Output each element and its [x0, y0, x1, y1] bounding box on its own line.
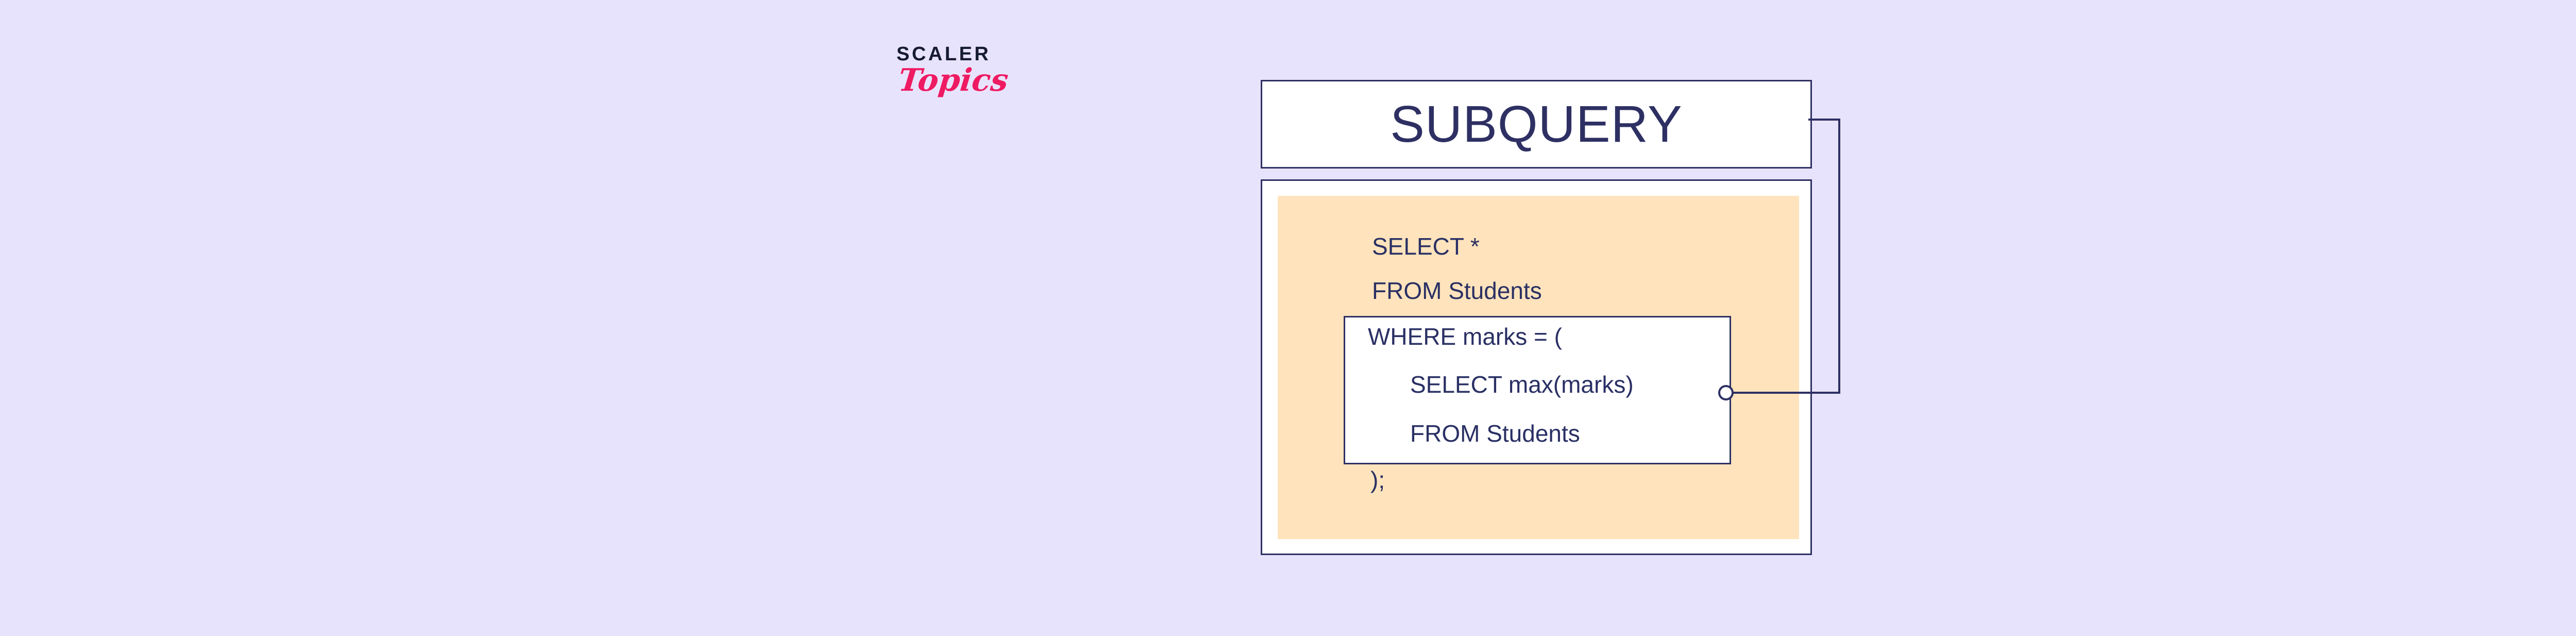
code-line-sub-from-students: FROM Students [1410, 420, 1580, 447]
code-line-where-marks: WHERE marks = ( [1368, 323, 1562, 350]
subquery-highlight-box [1344, 316, 1731, 464]
code-line-select-star: SELECT * [1372, 233, 1480, 260]
scaler-topics-logo: SCALER Topics [896, 44, 1051, 111]
subquery-title-panel: SUBQUERY [1261, 80, 1812, 169]
logo-script-topics: Topics [896, 62, 1010, 98]
page-title: SUBQUERY [1390, 95, 1683, 153]
code-line-close-paren: ); [1370, 466, 1385, 493]
code-line-select-max-marks: SELECT max(marks) [1410, 371, 1634, 398]
logo-wordmark-scaler: SCALER [896, 43, 991, 65]
code-line-from-students: FROM Students [1372, 277, 1542, 304]
